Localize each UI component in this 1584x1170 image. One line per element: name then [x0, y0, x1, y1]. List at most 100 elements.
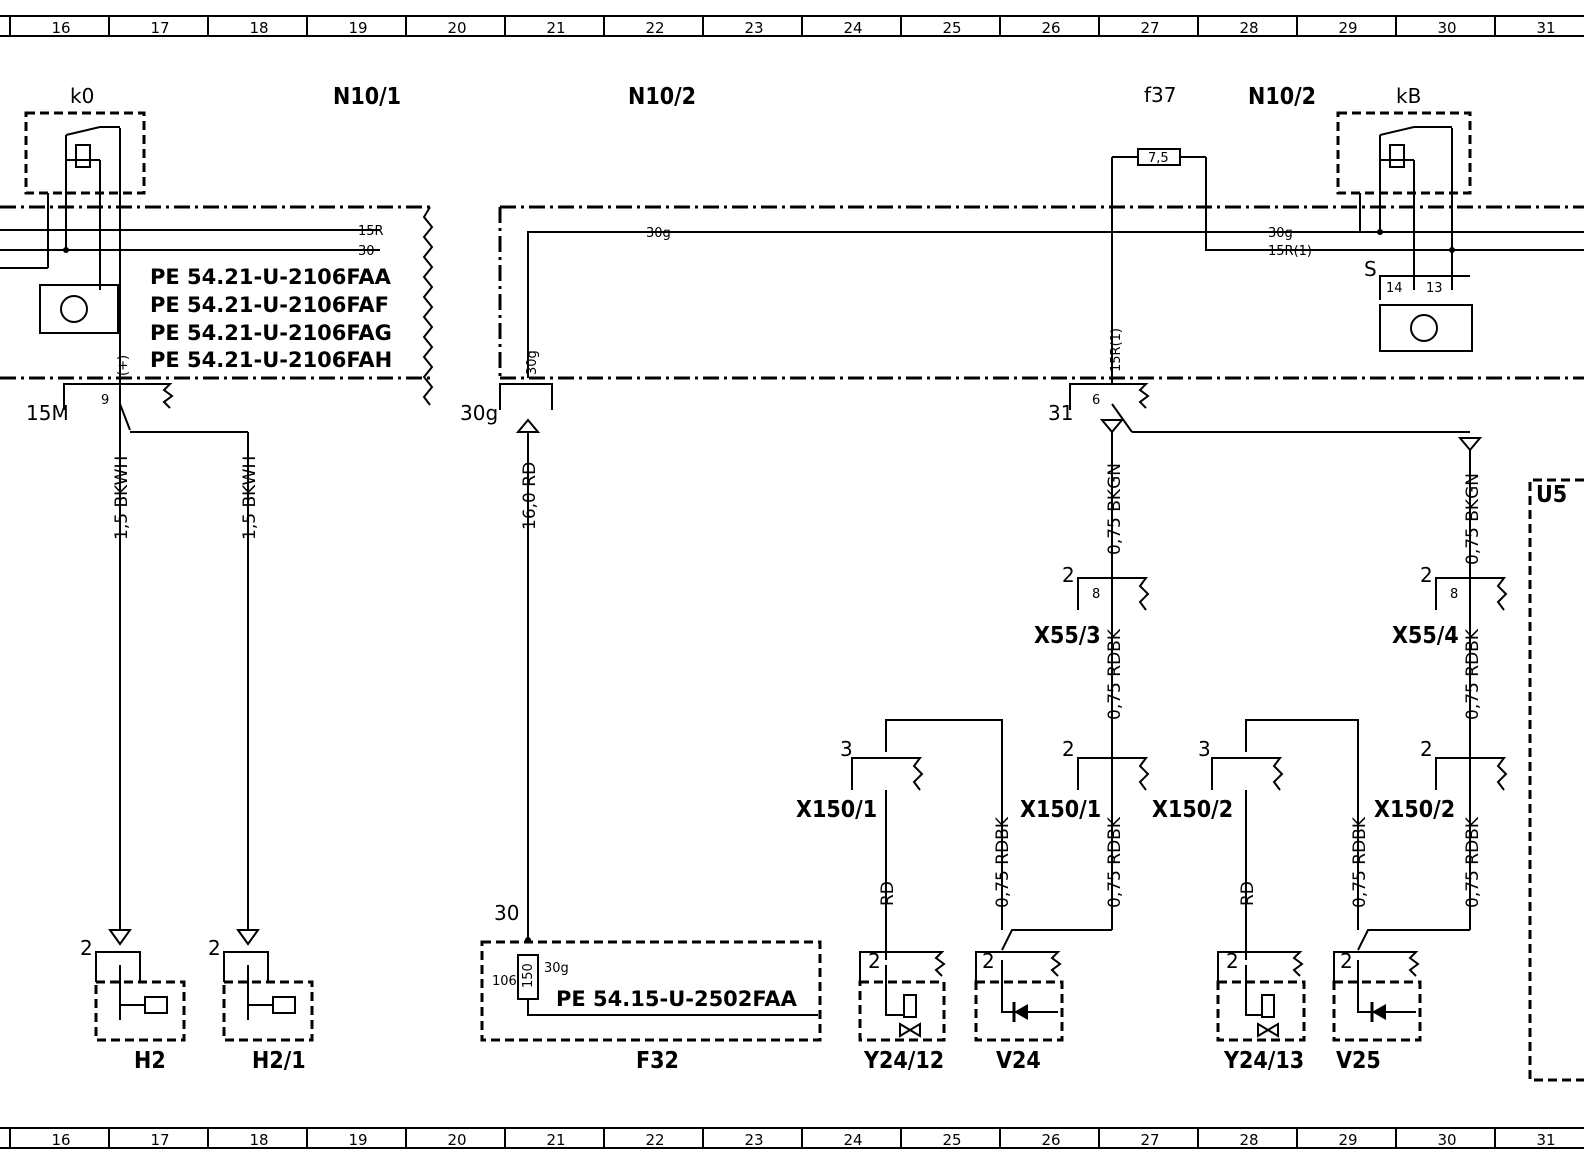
grid-number: 19 — [349, 19, 368, 37]
grid-number: 17 — [151, 1131, 170, 1149]
switch-s-label: S — [1364, 257, 1377, 281]
fuse-f37-value: 7,5 — [1148, 151, 1169, 166]
h2-label: H2 — [134, 1048, 166, 1074]
n10-1-label: N10/1 — [333, 84, 401, 110]
connector-x55-4 — [1435, 577, 1508, 611]
pin-plus: (+) — [116, 355, 131, 376]
grid-number: 23 — [745, 19, 764, 37]
connector-30g — [499, 383, 553, 938]
pe-ref-4: PE 54.21-U-2106FAH — [150, 348, 392, 372]
h2-pin-2: 2 — [80, 936, 93, 960]
diode-v25 — [1332, 951, 1422, 1042]
x150-1b-label: X150/1 — [1020, 797, 1101, 823]
bus-label-30g-a: 30g — [646, 226, 671, 241]
connector-15m — [63, 383, 249, 930]
h2-1-pin-2: 2 — [208, 936, 221, 960]
grid-number: 20 — [448, 19, 467, 37]
connector-x150-2-a — [1211, 719, 1359, 960]
pin-106: 106 — [492, 974, 517, 989]
pin-15r1-vertical: 15R(1) — [1109, 328, 1124, 372]
pin-13: 13 — [1426, 281, 1443, 296]
pin-30g-vertical: 30g — [525, 350, 540, 375]
diode-v24 — [974, 951, 1064, 1042]
relay-kb-label: kB — [1396, 84, 1421, 108]
bus-label-30: 30 — [358, 244, 375, 259]
wire-rdbk-6: 0,75 RDBK — [1463, 816, 1483, 908]
f32-label: F32 — [636, 1048, 679, 1074]
n10-2-right-label: N10/2 — [1248, 84, 1316, 110]
wire-rd-1: RD — [878, 881, 898, 906]
x55-3-pin-8: 8 — [1092, 587, 1100, 602]
pin-150: 150 — [521, 963, 536, 988]
pin-30g-side: 30g — [460, 401, 498, 425]
fuse-f37-label: f37 — [1144, 83, 1177, 107]
wire-bkwh-2: 1,5 BKWH — [240, 456, 260, 540]
x150-1a-label: X150/1 — [796, 797, 877, 823]
grid-number: 26 — [1042, 19, 1061, 37]
wire-rdbk-2: 0,75 RDBK — [1463, 628, 1483, 720]
pe-ref-2: PE 54.21-U-2106FAF — [150, 293, 389, 317]
grid-number: 26 — [1042, 1131, 1061, 1149]
valve-y24-12 — [858, 951, 946, 1042]
bus-label-30g-b: 30g — [1268, 226, 1293, 241]
horn-h2 — [94, 929, 186, 1042]
pe-ref-3: PE 54.21-U-2106FAG — [150, 321, 392, 345]
grid-number: 28 — [1240, 1131, 1259, 1149]
grid-number: 31 — [1537, 19, 1556, 37]
grid-number: 20 — [448, 1131, 467, 1149]
grid-number: 19 — [349, 1131, 368, 1149]
connector-x150-1-a — [851, 719, 1003, 960]
y24-12-pin-2: 2 — [868, 949, 881, 973]
fuse-box-f32 — [480, 937, 822, 1042]
grid-number: 25 — [943, 19, 962, 37]
grid-number: 18 — [250, 1131, 269, 1149]
grid-number: 16 — [52, 1131, 71, 1149]
relay-kb — [1336, 111, 1473, 352]
grid-number: 24 — [844, 1131, 863, 1149]
grid-number: 24 — [844, 19, 863, 37]
pe-reference-list: PE 54.21-U-2106FAA PE 54.21-U-2106FAF PE… — [150, 265, 392, 372]
wire-rd-16: 16,0 RD — [520, 462, 540, 530]
wire-rd-2: RD — [1238, 881, 1258, 906]
connector-x150-1-b — [1077, 757, 1150, 791]
wire-rdbk-5: 0,75 RDBK — [1350, 816, 1370, 908]
grid-number: 28 — [1240, 19, 1259, 37]
wire-bkwh-1: 1,5 BKWH — [112, 456, 132, 540]
grid-number: 29 — [1339, 19, 1358, 37]
x150-2b-pin-2: 2 — [1420, 737, 1433, 761]
x55-3-label: X55/3 — [1034, 623, 1101, 649]
valve-y24-13 — [1216, 951, 1306, 1042]
pin-15m: 15M — [26, 401, 69, 425]
grid-number: 16 — [52, 19, 71, 37]
connector-x55-3 — [1077, 577, 1150, 611]
x150-2b-label: X150/2 — [1374, 797, 1455, 823]
wire-rdbk-4: 0,75 RDBK — [1105, 816, 1125, 908]
x150-1a-pin-3: 3 — [840, 737, 853, 761]
grid-number: 29 — [1339, 1131, 1358, 1149]
x55-4-label: X55/4 — [1392, 623, 1459, 649]
v24-pin-2: 2 — [982, 949, 995, 973]
horn-h2-1 — [222, 929, 314, 1042]
module-n10-1-boundary — [0, 205, 434, 406]
wire-rdbk-3: 0,75 RDBK — [993, 816, 1013, 908]
y24-13-pin-2: 2 — [1226, 949, 1239, 973]
x55-4-pin-8: 8 — [1450, 587, 1458, 602]
wire-bkgn-2: 0,75 BKGN — [1463, 473, 1483, 565]
x55-4-pin-2: 2 — [1420, 563, 1433, 587]
v25-pin-2: 2 — [1340, 949, 1353, 973]
module-n10-2-boundary — [498, 148, 1584, 385]
bus-label-15r1: 15R(1) — [1268, 244, 1312, 259]
wire-route-v25 — [1357, 929, 1470, 951]
grid-number: 31 — [1537, 1131, 1556, 1149]
pin-14: 14 — [1386, 281, 1403, 296]
module-u5-partial — [1528, 478, 1584, 1082]
grid-number: 22 — [646, 19, 665, 37]
connector-31 — [1069, 383, 1483, 930]
grid-number: 30 — [1438, 19, 1457, 37]
wire-route-v24 — [1001, 929, 1112, 951]
u5-label: U5 — [1536, 482, 1567, 508]
pe-ref-1: PE 54.21-U-2106FAA — [150, 265, 392, 289]
